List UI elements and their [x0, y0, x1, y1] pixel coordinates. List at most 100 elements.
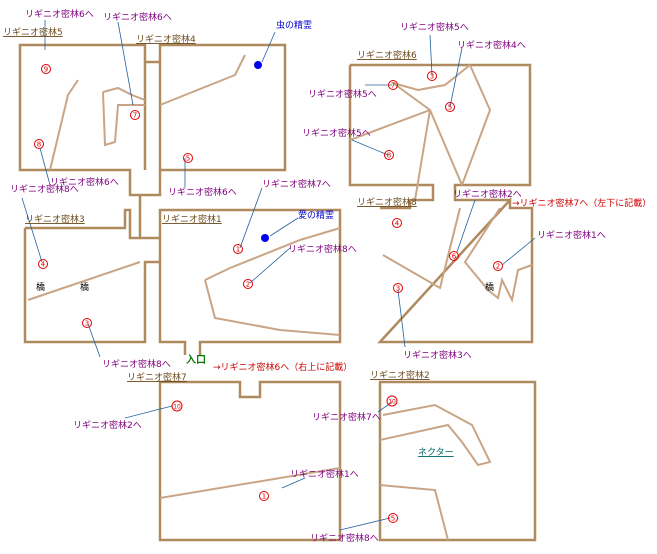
marker-m2: 2	[243, 279, 253, 289]
nectar-label: ネクター	[418, 447, 454, 458]
terrain-forest7	[159, 467, 341, 499]
leader	[239, 187, 263, 249]
entrance-label: 入口	[186, 354, 206, 366]
marker-number: 4	[41, 261, 46, 269]
marker-number: 7	[133, 112, 137, 120]
title-forest6: リギニオ密林6	[357, 49, 417, 61]
marker-m5: 5	[183, 153, 193, 163]
terrain-forest5-b	[102, 86, 146, 101]
marker-m4: 4	[38, 259, 48, 269]
leader	[124, 405, 173, 419]
exit-label: リギニオ密林7へ	[312, 411, 381, 423]
spirit-insect-dot	[254, 61, 262, 69]
exit-label: リギニオ密林5へ	[302, 127, 371, 139]
terrain-forest8-a	[382, 207, 461, 290]
bridge-label: 橋	[485, 281, 494, 293]
marker-m10: 10	[386, 395, 398, 407]
marker-number: 6	[452, 253, 457, 261]
wall-forest7	[158, 380, 342, 542]
exit-labels: リギニオ密林6へ リギニオ密林6へ リギニオ密林6へ リギニオ密林8へ リギニオ…	[10, 8, 606, 544]
marker-m2: 2	[493, 261, 503, 271]
terrain-forest6-a	[392, 64, 471, 92]
marker-number: 2	[246, 281, 250, 289]
marker-number: 8	[37, 141, 41, 149]
terrain-forest8-b	[463, 207, 533, 304]
terrain-forest3	[27, 261, 141, 301]
marker-number: 7	[391, 82, 395, 90]
marker-number: 5	[186, 155, 190, 163]
marker-number: 2	[496, 263, 500, 271]
marker-number: 10	[173, 404, 181, 411]
spirit-love-label: 愛の精霊	[298, 209, 334, 221]
number-markers: 9 7 8 5 4 1 2 3	[34, 64, 503, 523]
exit-label: リギニオ密林8へ	[310, 532, 379, 544]
marker-number: 5	[448, 104, 452, 112]
exit-label: リギニオ密林8へ	[102, 358, 171, 370]
leader	[39, 147, 51, 186]
marker-number: 1	[262, 493, 266, 501]
terrain-forest4	[159, 54, 246, 106]
leader	[87, 323, 101, 358]
leader	[21, 197, 43, 263]
exit-label: リギニオ密林5へ	[400, 21, 469, 33]
terrain-forest1-b	[204, 279, 341, 336]
marker-m8: 8	[384, 150, 394, 160]
exit-label: リギニオ密林6へ	[50, 176, 119, 188]
wall-forest5-4	[18, 43, 287, 197]
leader	[449, 47, 463, 108]
marker-number: 8	[387, 152, 391, 160]
exit-label: リギニオ密林3へ	[403, 349, 472, 361]
terrain-forest6-d	[349, 109, 431, 141]
exit-label: リギニオ密林7へ	[262, 178, 331, 190]
leader	[269, 217, 299, 237]
marker-m6: 6	[449, 251, 459, 261]
title-forest2: リギニオ密林2	[370, 369, 430, 381]
marker-number: 4	[395, 220, 400, 228]
terrain-forest1-a	[204, 227, 341, 281]
exit-label: リギニオ密林2へ	[73, 419, 142, 431]
terrain-forest2-a	[379, 403, 492, 467]
marker-number: 9	[44, 66, 48, 74]
exit-label: リギニオ密林6へ	[168, 186, 237, 198]
map-leaders	[21, 20, 536, 531]
marker-m5: 5	[388, 513, 398, 523]
title-forest4: リギニオ密林4	[136, 33, 196, 45]
title-forest1: リギニオ密林1	[162, 213, 222, 225]
terrain-forest5	[49, 79, 79, 171]
terrain-forest2-b	[379, 484, 449, 541]
marker-m7: 7	[130, 110, 140, 120]
area-titles: リギニオ密林5 リギニオ密林4 リギニオ密林6 リギニオ密林3 リギニオ密林1 …	[3, 26, 430, 383]
marker-m3: 3	[82, 318, 92, 328]
marker-m9: 9	[41, 64, 51, 74]
wall-forest1	[158, 208, 342, 355]
marker-number: 1	[236, 246, 240, 254]
leader	[397, 289, 406, 348]
leader	[456, 199, 476, 253]
marker-m10: 10	[171, 400, 183, 412]
marker-m5: 5	[445, 102, 455, 112]
marker-m3: 3	[393, 283, 403, 293]
terrain-forest6-e	[414, 109, 431, 201]
spirit-love-dot	[261, 234, 269, 242]
marker-m1: 1	[259, 491, 269, 501]
marker-m1: 1	[233, 244, 243, 254]
leader	[429, 34, 433, 76]
leader	[377, 401, 393, 413]
marker-m4: 4	[392, 218, 402, 228]
terrain-forest5-c	[102, 91, 145, 147]
marker-m8: 8	[34, 139, 44, 149]
leader	[249, 247, 291, 284]
leader	[339, 517, 391, 531]
exit-label: リギニオ密林6へ	[103, 11, 172, 23]
title-forest3: リギニオ密林3	[25, 213, 85, 225]
leader	[281, 477, 306, 489]
wall-forest6	[348, 63, 532, 202]
exit-label: リギニオ密林8へ	[10, 183, 79, 195]
title-forest5: リギニオ密林5	[3, 26, 63, 38]
note-to-forest7: →リギニオ密林7へ（左下に記載）	[512, 197, 651, 209]
leader	[261, 31, 276, 63]
map-terrain	[27, 54, 533, 541]
marker-m3: 3	[427, 71, 437, 81]
marker-number: 5	[391, 515, 395, 523]
terrain-forest6-c	[461, 64, 492, 186]
